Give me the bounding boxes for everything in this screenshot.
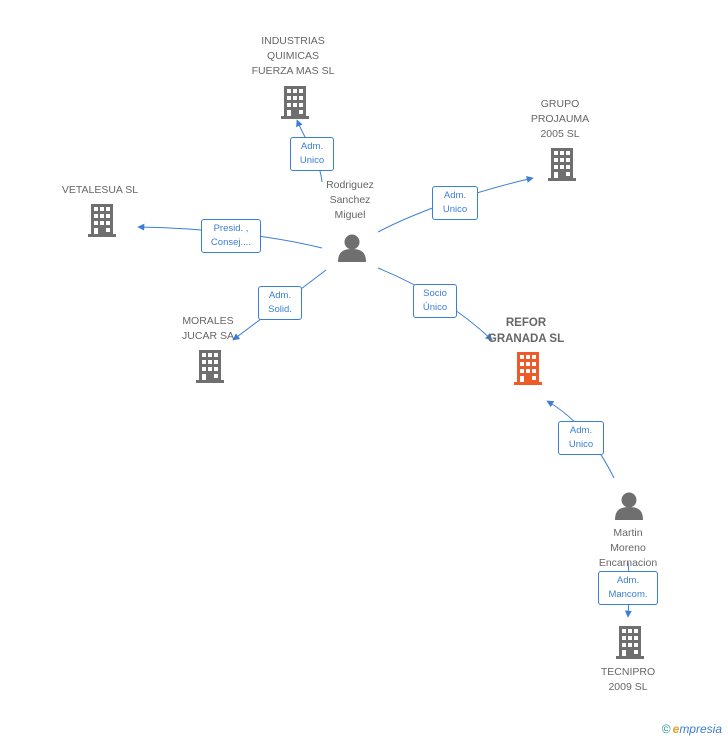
martin-person-icon[interactable]: [615, 492, 643, 521]
node-label-morales[interactable]: MORALES JUCAR SA: [182, 315, 234, 342]
morales-company-icon[interactable]: [196, 350, 224, 383]
empresia-footer[interactable]: ©empresia: [662, 722, 722, 736]
copyright-symbol: ©: [661, 722, 671, 736]
vetalesua-company-icon[interactable]: [88, 204, 116, 237]
relation-badge-tecnipro[interactable]: Adm. Mancom.: [598, 571, 658, 605]
tecnipro-company-icon[interactable]: [616, 626, 644, 659]
relation-badge-grupo[interactable]: Adm. Unico: [432, 186, 478, 220]
node-label-vetalesua[interactable]: VETALESUA SL: [61, 184, 139, 196]
node-label-tecnipro[interactable]: TECNIPRO 2009 SL: [600, 666, 656, 693]
node-label-refor[interactable]: REFOR GRANADA SL: [487, 317, 565, 345]
brand-name: mpresia: [679, 722, 722, 736]
node-label-rodriguez[interactable]: Rodriguez Sanchez Miguel: [326, 179, 374, 221]
brand-initial: e: [672, 722, 680, 736]
relation-badge-martin-refor[interactable]: Adm. Unico: [558, 421, 604, 455]
refor-company-icon[interactable]: [514, 352, 542, 385]
node-label-martin[interactable]: Martin Moreno Encarnacion: [598, 527, 658, 569]
grupo-company-icon[interactable]: [548, 148, 576, 181]
relation-badge-morales[interactable]: Adm. Solid.: [258, 286, 302, 320]
industrias-company-icon[interactable]: [281, 86, 309, 119]
node-label-grupo[interactable]: GRUPO PROJAUMA 2005 SL: [530, 98, 590, 140]
rodriguez-person-icon[interactable]: [338, 234, 366, 263]
relation-badge-refor[interactable]: Socio Único: [413, 284, 457, 318]
relation-badge-industrias[interactable]: Adm. Unico: [290, 137, 334, 171]
relation-badge-vetalesua[interactable]: Presid. , Consej....: [201, 219, 261, 253]
node-label-industrias[interactable]: INDUSTRIAS QUIMICAS FUERZA MAS SL: [251, 35, 335, 77]
